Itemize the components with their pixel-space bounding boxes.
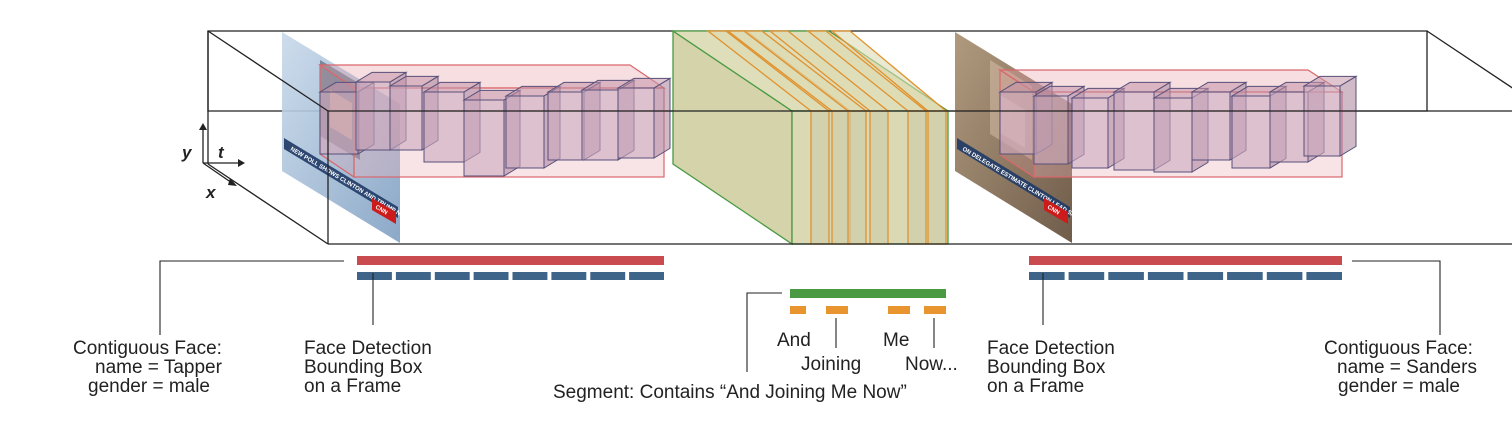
word-me: Me <box>883 330 909 351</box>
left-frame-logo: CNN <box>374 205 388 217</box>
word-bars <box>790 306 946 314</box>
detection-bar-segment <box>1306 272 1342 280</box>
detection-bar-segment <box>434 272 470 280</box>
left-detection-line1: Face Detection <box>304 338 432 359</box>
segment-words: And Joining Me Now... <box>777 330 958 375</box>
word-now: Now... <box>905 354 958 375</box>
left-face-title: Contiguous Face: <box>73 338 222 359</box>
left-face-gender: gender = male <box>88 376 210 397</box>
right-face-track-bar <box>1029 256 1342 265</box>
video-volume-front <box>207 30 1512 245</box>
right-face-label: Contiguous Face: name = Sanders gender =… <box>1324 338 1477 397</box>
detection-bar-segment <box>357 272 392 280</box>
detection-bar-segment <box>590 272 626 280</box>
left-detection-line2: Bounding Box <box>304 357 423 378</box>
t-axis-label: t <box>218 143 225 162</box>
left-face-track-bar <box>357 256 664 265</box>
word-plane-front <box>869 110 889 245</box>
face-detection-box <box>616 77 672 159</box>
left-face-detection-boxes <box>318 71 672 177</box>
left-detection-label: Face Detection Bounding Box on a Frame <box>304 338 432 397</box>
word-plane-front <box>927 110 947 245</box>
detection-bar-segment <box>1068 272 1105 280</box>
word-bar <box>790 306 806 314</box>
right-face-gender: gender = male <box>1338 376 1460 397</box>
detection-bar-segment <box>1147 272 1184 280</box>
right-detection-line2: Bounding Box <box>987 357 1106 378</box>
word-plane-front <box>831 110 851 245</box>
detection-bar-segment <box>629 272 664 280</box>
word-plane-front <box>810 110 830 245</box>
detection-bar-segment <box>1266 272 1303 280</box>
right-frame-logo: CNN <box>1046 205 1060 217</box>
detection-bar-segment <box>1108 272 1144 280</box>
word-plane-front <box>907 110 927 245</box>
right-detection-bars <box>1029 272 1342 280</box>
word-bar <box>924 306 946 314</box>
detection-bar-segment <box>473 272 509 280</box>
detection-bar-segment <box>1029 272 1065 280</box>
detection-bar-segment <box>1187 272 1224 280</box>
word-and: And <box>777 330 811 351</box>
left-detection-bars <box>357 272 664 280</box>
right-face-title: Contiguous Face: <box>1324 338 1473 359</box>
segment-bar <box>790 289 946 298</box>
x-axis-label: x <box>205 183 217 202</box>
right-detection-line1: Face Detection <box>987 338 1115 359</box>
face-detection-box <box>1302 75 1358 157</box>
detection-bar-segment <box>512 272 548 280</box>
word-bar <box>888 306 910 314</box>
detection-bar-segment <box>551 272 587 280</box>
left-detection-line3: on a Frame <box>304 376 401 397</box>
left-face-label: Contiguous Face: name = Tapper gender = … <box>73 338 223 397</box>
word-bar <box>826 306 848 314</box>
leader-lines <box>159 260 1441 372</box>
word-plane-front <box>847 110 867 245</box>
segment-volume <box>670 29 951 246</box>
left-face-name: name = Tapper <box>95 357 223 378</box>
right-face-name: name = Sanders <box>1337 357 1477 378</box>
y-axis-label: y <box>181 143 193 162</box>
right-detection-line3: on a Frame <box>987 376 1084 397</box>
word-joining: Joining <box>801 354 861 375</box>
right-face-detection-boxes <box>998 75 1358 173</box>
axes-indicator <box>199 123 245 186</box>
detection-bar-segment <box>395 272 431 280</box>
segment-caption: Segment: Contains “And Joining Me Now” <box>553 382 907 403</box>
detection-bar-segment <box>1227 272 1263 280</box>
right-detection-label: Face Detection Bounding Box on a Frame <box>987 338 1115 397</box>
